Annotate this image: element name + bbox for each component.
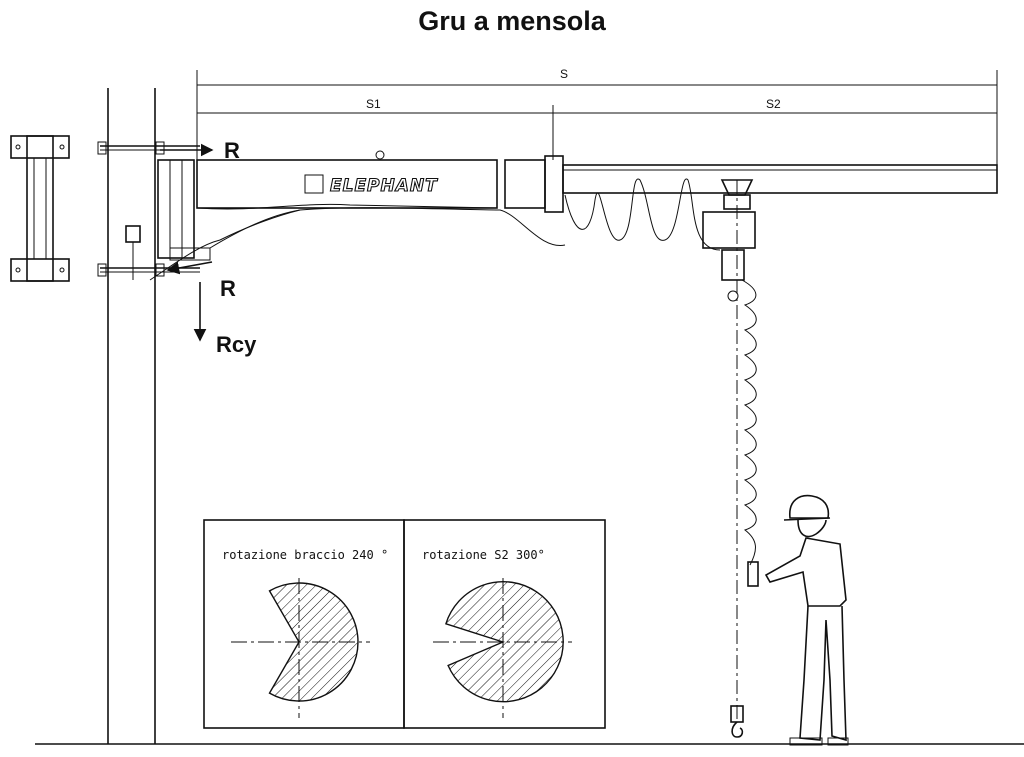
dim-total-label: S [560,67,568,81]
bracket-side-view [10,135,70,282]
rotation-240-sector [231,578,370,718]
brand-logo-text: ELEPHANT [330,176,438,196]
control-box [125,225,141,280]
jib-arm: ELEPHANT [196,150,564,213]
force-rcy-label: Rcy [216,332,257,357]
pendant-controller [747,561,759,587]
hook [730,705,744,738]
festoon-cable [564,178,721,251]
force-r-top-label: R [224,138,240,163]
coiled-pendant-cable [741,279,757,566]
inset-label-arm-rotation: rotazione braccio 240 ° [222,548,388,562]
dimension-lines: S S1 S2 [196,67,998,165]
force-r-bottom-label: R [220,276,236,301]
support-column [107,88,156,744]
reaction-forces: R R Rcy [160,138,257,357]
page-title: Gru a mensola [418,6,606,36]
operator-figure [764,494,849,746]
secondary-arm [562,164,998,194]
pivot-bracket [157,159,211,261]
tie-rods [97,141,200,277]
rotation-insets: rotazione braccio 240 ° rotazione S2 300… [203,519,606,729]
rotation-300-sector [433,578,572,718]
inset-label-s2-rotation: rotazione S2 300° [422,548,545,562]
brand-logo-icon [304,174,324,194]
dim-s1-label: S1 [366,97,381,111]
dim-s2-label: S2 [766,97,781,111]
